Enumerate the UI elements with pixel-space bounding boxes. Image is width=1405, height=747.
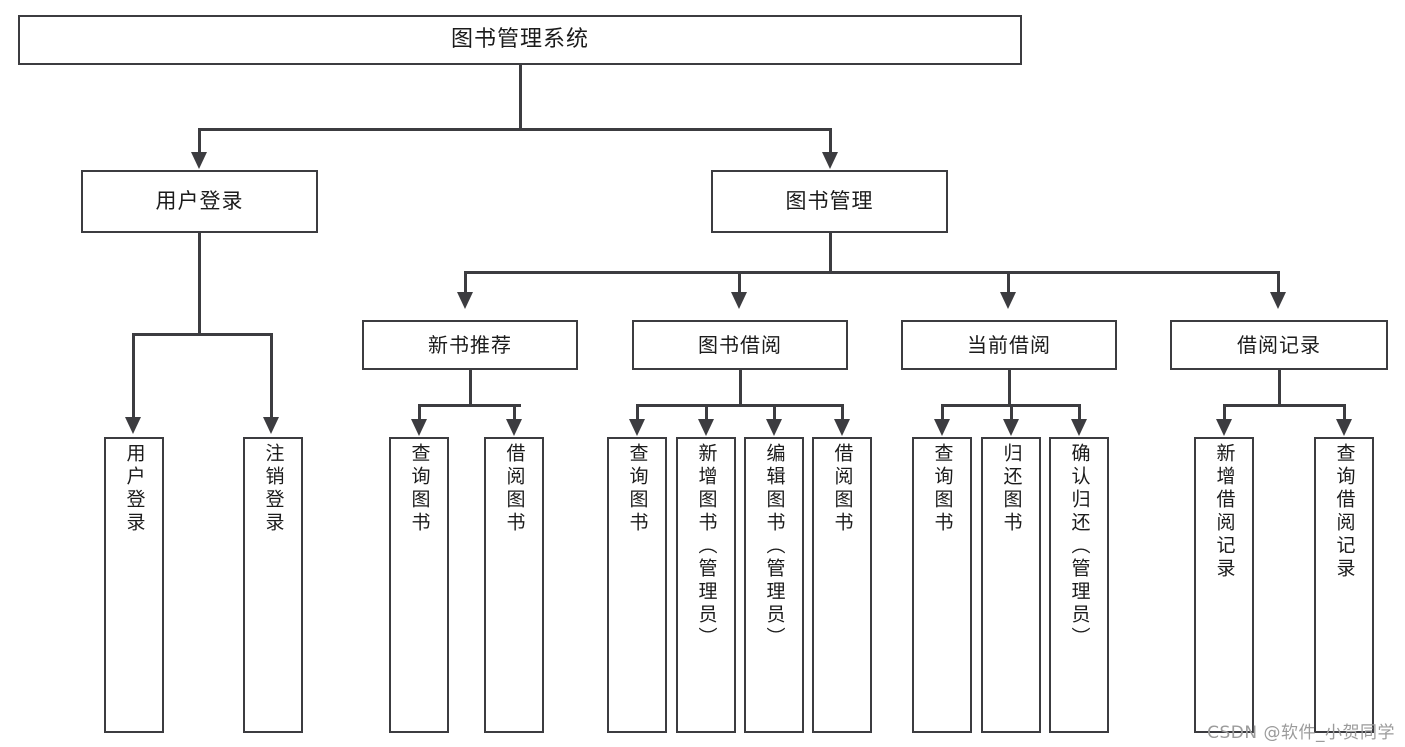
node-label: 借阅图书	[831, 443, 854, 535]
connector-root-bus	[198, 128, 831, 131]
csdn-watermark: CSDN @软件_小贺同学	[1207, 723, 1395, 743]
arrow-to-leaf-query-book-3	[934, 419, 950, 436]
node-book-manage[interactable]: 图书管理	[711, 170, 948, 233]
arrow-to-user-login	[191, 152, 207, 169]
node-leaf-query-book-borrow[interactable]: 查询图书	[607, 437, 667, 733]
connector-new-book-drop-1	[418, 404, 421, 420]
connector-book-borrow-drop-4	[841, 404, 844, 420]
connector-book-borrow-stem	[739, 370, 742, 406]
node-label: 注销登录	[262, 443, 285, 535]
connector-book-manage-stem	[829, 233, 832, 273]
node-label: 查询借阅记录	[1333, 443, 1356, 581]
arrow-to-leaf-borrow-book-2	[834, 419, 850, 436]
connector-new-book-bus	[418, 404, 521, 407]
arrow-to-leaf-add-record	[1216, 419, 1232, 436]
arrow-to-leaf-user-login	[125, 417, 141, 434]
node-leaf-user-logout[interactable]: 注销登录	[243, 437, 303, 733]
connector-book-manage-drop-1	[464, 271, 467, 293]
node-current-borrow[interactable]: 当前借阅	[901, 320, 1117, 370]
node-leaf-confirm-return[interactable]: 确认归还（管理员）	[1049, 437, 1109, 733]
node-leaf-query-book-current[interactable]: 查询图书	[912, 437, 972, 733]
node-label: 用户登录	[123, 443, 146, 535]
connector-current-borrow-drop-3	[1078, 404, 1081, 420]
connector-root-drop-right	[829, 128, 832, 153]
arrow-to-borrow-record	[1270, 292, 1286, 309]
connector-current-borrow-drop-1	[941, 404, 944, 420]
arrow-to-leaf-query-book-1	[411, 419, 427, 436]
node-label: 查询图书	[408, 443, 431, 535]
node-label: 图书管理	[785, 189, 874, 214]
arrow-to-new-book-recommend	[457, 292, 473, 309]
node-leaf-add-record[interactable]: 新增借阅记录	[1194, 437, 1254, 733]
connector-user-login-drop-1	[132, 333, 135, 418]
node-label: 图书借阅	[698, 332, 782, 357]
node-leaf-user-login[interactable]: 用户登录	[104, 437, 164, 733]
node-leaf-borrow-book[interactable]: 借阅图书	[812, 437, 872, 733]
node-label: 借阅图书	[503, 443, 526, 535]
arrow-to-leaf-add-book	[698, 419, 714, 436]
connector-new-book-stem	[469, 370, 472, 406]
node-label: 编辑图书（管理员）	[763, 443, 786, 650]
node-leaf-return-book[interactable]: 归还图书	[981, 437, 1041, 733]
connector-root-stem	[519, 65, 522, 130]
node-user-login[interactable]: 用户登录	[81, 170, 318, 233]
node-label: 新增图书（管理员）	[695, 443, 718, 650]
connector-root-drop-left	[198, 128, 201, 153]
node-leaf-add-book[interactable]: 新增图书（管理员）	[676, 437, 736, 733]
connector-user-login-stem	[198, 233, 201, 335]
connector-borrow-record-drop-2	[1343, 404, 1346, 420]
arrow-to-leaf-user-logout	[263, 417, 279, 434]
connector-borrow-record-bus	[1223, 404, 1345, 407]
node-book-borrow[interactable]: 图书借阅	[632, 320, 848, 370]
arrow-to-leaf-return-book	[1003, 419, 1019, 436]
arrow-to-current-borrow	[1000, 292, 1016, 309]
arrow-to-leaf-borrow-book-1	[506, 419, 522, 436]
arrow-to-leaf-edit-book	[766, 419, 782, 436]
node-leaf-borrow-book-recommend[interactable]: 借阅图书	[484, 437, 544, 733]
arrow-to-leaf-query-book-2	[629, 419, 645, 436]
connector-book-borrow-drop-3	[773, 404, 776, 420]
connector-borrow-record-drop-1	[1223, 404, 1226, 420]
node-label: 借阅记录	[1237, 332, 1321, 357]
connector-new-book-drop-2	[513, 404, 516, 420]
node-new-book-recommend[interactable]: 新书推荐	[362, 320, 578, 370]
node-label: 确认归还（管理员）	[1068, 443, 1091, 650]
connector-book-borrow-drop-2	[705, 404, 708, 420]
connector-book-manage-drop-3	[1007, 271, 1010, 293]
node-root-system[interactable]: 图书管理系统	[18, 15, 1022, 65]
arrow-to-book-manage	[822, 152, 838, 169]
node-label: 归还图书	[1000, 443, 1023, 535]
node-borrow-record[interactable]: 借阅记录	[1170, 320, 1388, 370]
node-leaf-edit-book[interactable]: 编辑图书（管理员）	[744, 437, 804, 733]
connector-book-manage-drop-4	[1277, 271, 1280, 293]
node-label: 查询图书	[626, 443, 649, 535]
node-label: 查询图书	[931, 443, 954, 535]
connector-user-login-drop-2	[270, 333, 273, 418]
node-label: 图书管理系统	[450, 27, 589, 53]
node-leaf-query-record[interactable]: 查询借阅记录	[1314, 437, 1374, 733]
connector-book-borrow-bus	[636, 404, 843, 407]
connector-book-manage-bus	[464, 271, 1279, 274]
node-leaf-query-book-recommend[interactable]: 查询图书	[389, 437, 449, 733]
connector-book-borrow-drop-1	[636, 404, 639, 420]
arrow-to-leaf-confirm-return	[1071, 419, 1087, 436]
connector-user-login-bus	[132, 333, 272, 336]
node-label: 新增借阅记录	[1213, 443, 1236, 581]
arrow-to-book-borrow	[731, 292, 747, 309]
connector-current-borrow-stem	[1008, 370, 1011, 406]
connector-current-borrow-drop-2	[1010, 404, 1013, 420]
connector-borrow-record-stem	[1278, 370, 1281, 406]
node-label: 用户登录	[155, 189, 244, 214]
arrow-to-leaf-query-record	[1336, 419, 1352, 436]
node-label: 新书推荐	[428, 332, 512, 357]
connector-book-manage-drop-2	[738, 271, 741, 293]
node-label: 当前借阅	[967, 332, 1051, 357]
